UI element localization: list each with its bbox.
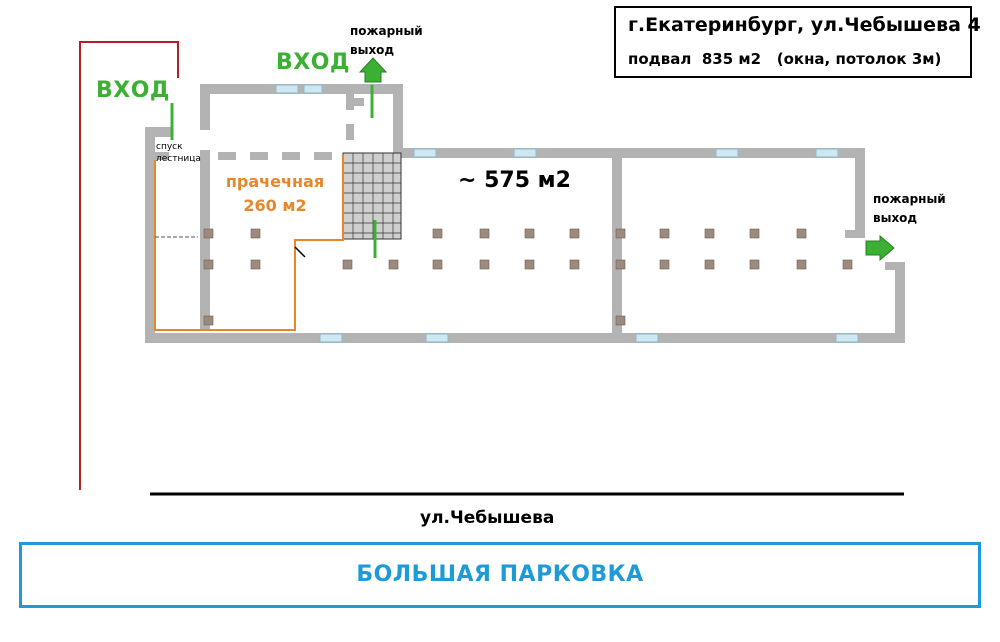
- entry-label-left: ВХОД: [96, 78, 171, 103]
- stairs-label-line2: лестница: [156, 154, 201, 164]
- title-box: г.Екатеринбург, ул.Чебышева 4 подвал 835…: [614, 6, 981, 78]
- street-label: ул.Чебышева: [420, 508, 555, 528]
- fire-exit-arrow-right: [865, 234, 895, 262]
- laundry-area: 260 м2: [243, 196, 307, 215]
- main-area-label: ~ 575 м2: [458, 168, 571, 193]
- partition-walls: [200, 150, 622, 335]
- fire-exit-top-line2: выход: [350, 43, 395, 57]
- entry-markers: [170, 85, 377, 258]
- fire-exit-right-line2: выход: [873, 211, 918, 225]
- parking-box: БОЛЬШАЯ ПАРКОВКА: [19, 542, 981, 608]
- outer-walls: [145, 84, 905, 343]
- entry-label-top: ВХОД: [276, 50, 351, 75]
- title-area-info: подвал 835 м2 (окна, потолок 3м): [628, 50, 942, 68]
- fire-exit-top-label: пожарный выход: [350, 22, 423, 60]
- staircase-block: [342, 152, 402, 240]
- fire-exit-right-label: пожарный выход: [873, 190, 946, 228]
- door-swing: [294, 246, 306, 258]
- dashed-wall: [155, 94, 364, 160]
- laundry-name: прачечная: [225, 172, 325, 191]
- stairs-label: спуск лестница: [156, 141, 201, 165]
- fire-exit-right-line1: пожарный: [873, 192, 946, 206]
- windows: [275, 84, 859, 343]
- stairs-label-line1: спуск: [156, 142, 183, 152]
- fire-exit-top-line1: пожарный: [350, 24, 423, 38]
- title-address: г.Екатеринбург, ул.Чебышева 4: [628, 14, 981, 36]
- parking-label: БОЛЬШАЯ ПАРКОВКА: [356, 562, 644, 587]
- site-boundary-line: [79, 41, 179, 490]
- columns: [203, 228, 853, 326]
- fire-exit-arrow-top: [358, 57, 388, 83]
- laundry-label: прачечная 260 м2: [220, 170, 330, 218]
- laundry-outline: [154, 155, 344, 331]
